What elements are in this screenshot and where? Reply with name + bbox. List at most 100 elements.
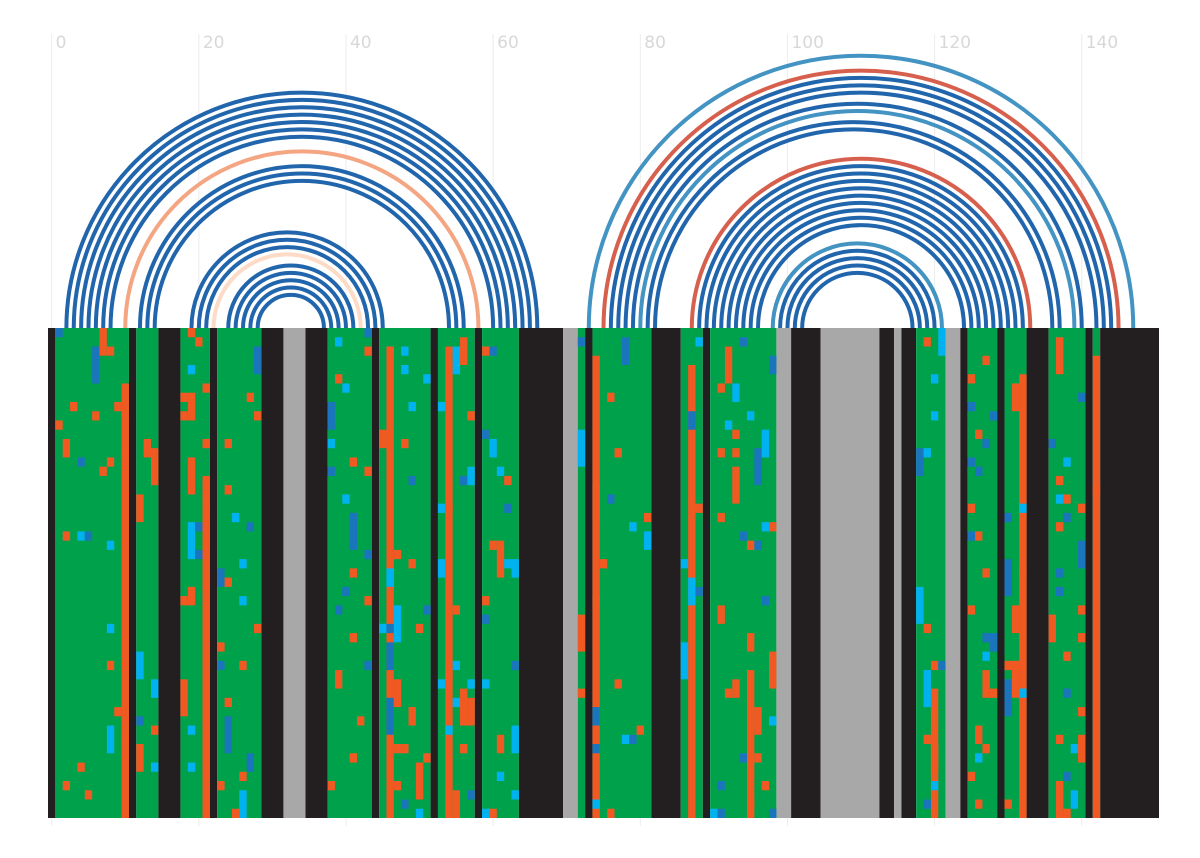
- heatmap-cell: [482, 596, 490, 606]
- heatmap-cell: [55, 328, 63, 338]
- heatmap-cell: [724, 688, 733, 698]
- heatmap-cell: [592, 744, 600, 754]
- heatmap-column-block: [518, 328, 564, 818]
- heatmap-cell: [746, 799, 755, 809]
- heatmap-cell: [423, 605, 431, 615]
- heatmap-cell: [452, 790, 461, 818]
- heatmap-cell: [437, 559, 446, 578]
- heatmap-cell: [739, 753, 747, 763]
- heatmap-cell: [643, 512, 652, 523]
- heatmap-cell: [717, 448, 725, 458]
- heatmap-cell: [327, 438, 335, 449]
- heatmap-cell: [180, 679, 188, 717]
- base-pair-arc: [79, 105, 525, 329]
- heatmap-cell: [349, 512, 358, 550]
- heatmap-cell: [496, 771, 505, 782]
- heatmap-cell: [938, 660, 946, 671]
- heatmap-cell: [408, 401, 416, 412]
- heatmap-cell: [746, 633, 755, 652]
- heatmap-cell: [224, 697, 232, 708]
- heatmap-cell: [136, 651, 144, 680]
- heatmap-cell: [975, 799, 983, 809]
- heatmap-cell: [489, 346, 497, 356]
- heatmap-cell: [989, 688, 998, 698]
- heatmap-cell: [982, 438, 990, 449]
- heatmap-cell: [401, 438, 409, 449]
- heatmap-cell: [408, 475, 416, 486]
- heatmap-cell: [121, 448, 129, 458]
- heatmap-cell: [761, 596, 770, 606]
- heatmap-cell: [1078, 503, 1086, 513]
- heatmap-cell: [923, 734, 931, 745]
- heatmap-cell: [621, 734, 630, 745]
- heatmap-cell: [224, 485, 232, 495]
- heatmap-cell: [467, 679, 475, 689]
- heatmap-cell: [761, 781, 770, 791]
- base-pair-arc: [689, 157, 1033, 329]
- heatmap-cell: [496, 734, 505, 754]
- base-pair-arc: [108, 134, 496, 329]
- heatmap-column-block: [651, 328, 681, 818]
- heatmap-cell: [769, 522, 777, 532]
- heatmap-cell: [1011, 383, 1020, 412]
- heatmap-cell: [445, 346, 453, 356]
- heatmap-cell: [754, 707, 762, 735]
- heatmap-cell: [246, 392, 255, 402]
- heatmap-cell: [916, 448, 924, 476]
- heatmap-cell: [423, 374, 431, 384]
- heatmap-cell: [923, 448, 931, 458]
- heatmap-column-block: [1026, 328, 1049, 818]
- heatmap-cell: [1004, 559, 1012, 597]
- heatmap-cell: [1063, 808, 1071, 818]
- heatmap-cell: [614, 448, 622, 458]
- heatmap-cell: [106, 540, 115, 550]
- heatmap-cell: [55, 420, 63, 430]
- heatmap-cell: [769, 716, 777, 726]
- heatmap-cell: [982, 568, 990, 578]
- base-pair-arc: [645, 120, 1062, 329]
- heatmap-cell: [1011, 605, 1020, 634]
- base-pair-arc: [137, 164, 466, 329]
- heatmap-cell: [1048, 438, 1056, 449]
- heatmap-cell: [1055, 475, 1064, 486]
- heatmap-cell: [327, 781, 335, 791]
- heatmap-column-block: [209, 328, 218, 818]
- heatmap-cell: [732, 383, 740, 402]
- heatmap-cell: [452, 660, 461, 671]
- heatmap-cell: [202, 438, 210, 449]
- heatmap-stripe: [746, 670, 755, 818]
- heatmap-cell: [577, 614, 586, 652]
- heatmap-cell: [77, 762, 85, 772]
- heatmap-cell: [224, 577, 232, 587]
- heatmap-cell: [106, 457, 115, 467]
- heatmap-cell: [327, 466, 335, 476]
- base-pair-arc: [240, 278, 341, 329]
- heatmap-cell: [482, 614, 490, 624]
- heatmap-cell: [695, 337, 703, 347]
- heatmap-cell: [504, 503, 512, 513]
- heatmap-cell: [151, 725, 159, 735]
- heatmap-stripe: [1019, 374, 1027, 818]
- heatmap-cell: [1048, 614, 1056, 643]
- heatmap-cell: [482, 808, 490, 818]
- heatmap-stripe: [592, 355, 600, 818]
- heatmap-cell: [761, 522, 770, 532]
- heatmap-cell: [754, 540, 762, 550]
- heatmap-column-block: [592, 328, 652, 818]
- heatmap-cell: [143, 438, 152, 458]
- heatmap-cell: [415, 623, 424, 634]
- heatmap-cell: [1063, 512, 1071, 523]
- heatmap-cell: [195, 337, 203, 347]
- heatmap-cell: [342, 586, 350, 597]
- heatmap-cell: [408, 559, 416, 569]
- heatmap-cell: [393, 781, 402, 791]
- heatmap-cell: [629, 522, 637, 532]
- base-pair-arc: [86, 112, 518, 329]
- heatmap-cell: [732, 429, 740, 439]
- heatmap-cell: [1078, 633, 1086, 643]
- base-pair-arc: [733, 201, 989, 329]
- heatmap-cell: [423, 753, 431, 763]
- heatmap-cell: [482, 429, 490, 439]
